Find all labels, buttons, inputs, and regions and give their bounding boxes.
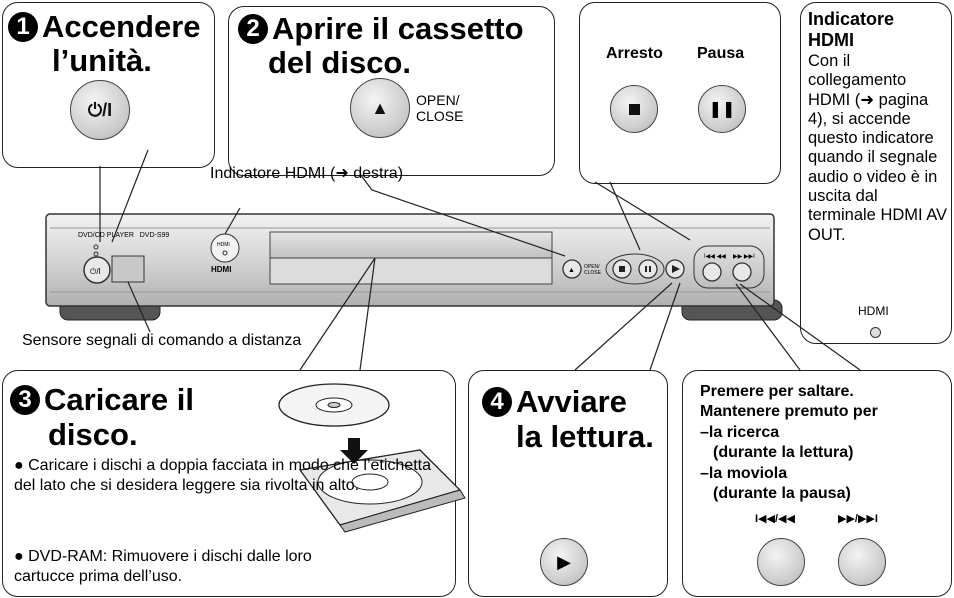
stop-button[interactable] (610, 85, 658, 133)
player-skip-back-button (702, 262, 722, 282)
remote-sensor-callout: Sensore segnali di comando a distanza (22, 332, 302, 349)
step4-title-line1: Avviare (516, 384, 627, 419)
player-skip-forward-button (732, 262, 752, 282)
step3-bullet-1-text: Caricare i dischi a doppia facciata in m… (14, 457, 431, 494)
skip-line4: (durante la lettura) (713, 444, 854, 461)
open-close-button[interactable]: ▲ (350, 78, 410, 138)
pause-icon: ❚❚ (708, 101, 736, 118)
pause-label: Pausa (697, 45, 745, 62)
step3-title-line1: Caricare il (44, 382, 194, 417)
svg-text:HDMI: HDMI (211, 265, 231, 274)
step2-title-line1: Aprire il cassetto (272, 11, 524, 46)
skip-forward-label: ▶▶/▶▶I (838, 513, 878, 525)
step2-number: 2 (238, 14, 268, 44)
step4-number: 4 (482, 387, 512, 417)
skip-back-button[interactable] (757, 538, 805, 586)
step4-title-line2: la lettura. (516, 419, 654, 454)
step3-title-line2: disco. (48, 417, 138, 452)
svg-text:⏻/I: ⏻/I (90, 267, 101, 276)
stop-icon (628, 103, 640, 115)
svg-text:CLOSE: CLOSE (584, 270, 602, 276)
step1-title-line2: l’unità. (52, 43, 152, 78)
step3-bullet-1: ● Caricare i dischi a doppia facciata in… (14, 456, 444, 496)
step1-number: 1 (8, 12, 38, 42)
player-open-close-button (562, 259, 582, 279)
sidebar-title: Indicatore HDMI (808, 9, 895, 50)
disc-loading-illustration (278, 383, 466, 533)
skip-forward-button[interactable] (838, 538, 886, 586)
player-power-button (83, 256, 111, 284)
svg-text:▶▶ ▶▶I: ▶▶ ▶▶I (733, 254, 755, 260)
play-button[interactable]: ▶ (540, 538, 588, 586)
stop-label: Arresto (606, 45, 663, 62)
svg-text:▲: ▲ (568, 267, 575, 274)
stop-pause-panel (579, 2, 781, 184)
skip-line5: –la moviola (700, 465, 788, 482)
svg-text:OPEN/: OPEN/ (584, 264, 600, 270)
skip-line2: Mantenere premuto per (700, 403, 878, 420)
hdmi-indicator-callout: Indicatore HDMI (➜ destra) (210, 165, 404, 182)
power-icon: ⏻/I (87, 99, 113, 120)
player-pause-button (638, 259, 658, 279)
svg-text:I◀◀ ◀◀: I◀◀ ◀◀ (704, 254, 726, 260)
player-model-text: DVD/CD PLAYER DVD-S99 (78, 232, 170, 239)
hdmi-sidebar-panel (800, 2, 952, 344)
skip-line1: Premere per saltare. (700, 383, 854, 400)
step2-title-line2: del disco. (268, 45, 411, 80)
power-button[interactable]: ⏻/I (70, 80, 130, 140)
hdmi-led-icon (870, 327, 881, 338)
pause-button[interactable]: ❚❚ (698, 85, 746, 133)
skip-line3: –la ricerca (700, 424, 780, 441)
svg-text:HDMI: HDMI (217, 242, 230, 248)
remote-sensor (111, 255, 145, 283)
step3-bullet-2-text: DVD-RAM: Rimuovere i dischi dalle loro c… (14, 548, 312, 585)
play-icon: ▶ (557, 551, 571, 572)
eject-icon: ▲ (371, 97, 389, 118)
step3-bullet-2: ● DVD-RAM: Rimuovere i dischi dalle loro… (14, 547, 314, 587)
disc-tray (269, 231, 553, 259)
step3-number: 3 (10, 385, 40, 415)
sidebar-led-label: HDMI (858, 304, 889, 318)
skip-panel (682, 370, 952, 597)
sidebar-body: Con il collegamento HDMI (➜ pagina 4), s… (808, 52, 948, 244)
bullet-dot: ● (14, 457, 29, 474)
bullet-dot: ● (14, 548, 29, 565)
skip-line6: (durante la pausa) (713, 485, 851, 502)
step1-title-line1: Accendere (42, 9, 201, 44)
skip-back-label: I◀◀/◀◀ (755, 513, 795, 525)
open-close-label: OPEN/ CLOSE (416, 92, 464, 124)
